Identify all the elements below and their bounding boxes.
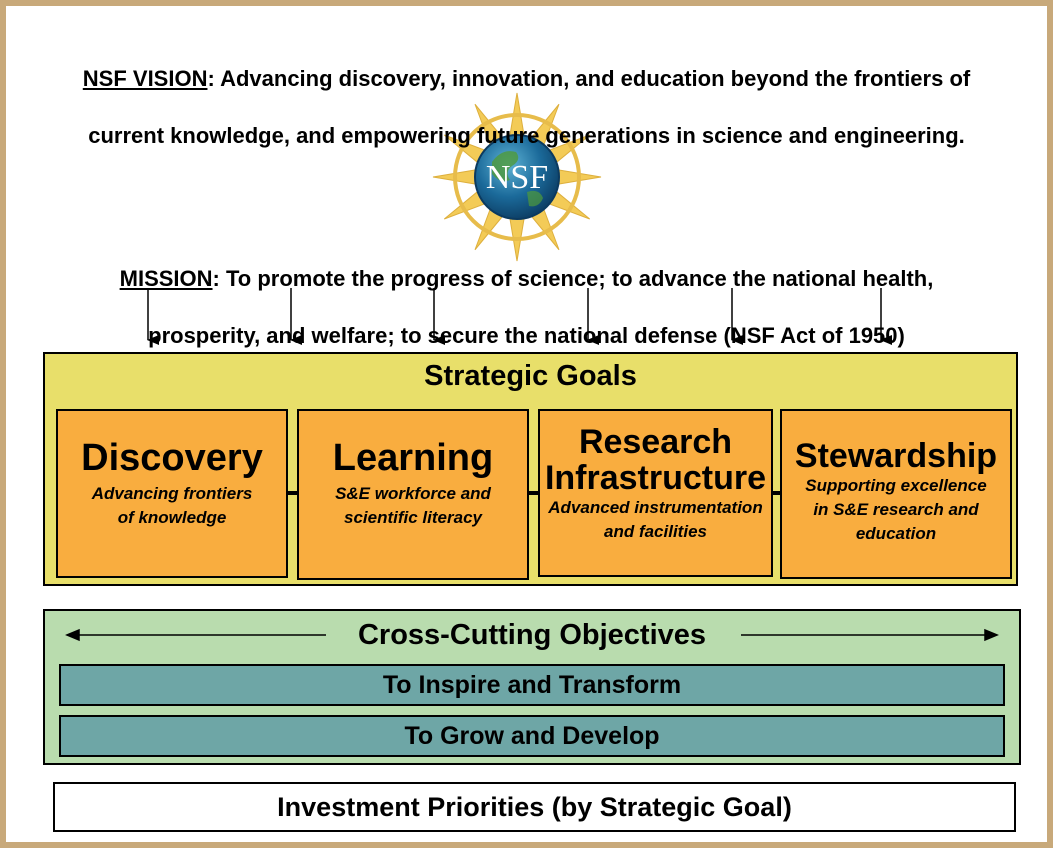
mission-label: MISSION [119,266,213,291]
objective-inspire-transform: To Inspire and Transform [59,664,1005,706]
goal-desc-line: in S&E research and [813,500,979,519]
goal-desc-line: Supporting excellence [805,476,987,495]
goal-connector [773,491,783,495]
goal-title: Research [578,423,733,461]
mission-line-1: MISSION: To promote the progress of scie… [0,266,1053,292]
goal-desc-line: education [855,524,937,543]
mission-arrows [147,288,892,345]
nsf-logo: NSF [432,92,602,262]
cross-cutting-arrow [65,628,999,642]
objective-grow-develop: To Grow and Develop [59,715,1005,757]
investment-priorities-box: Investment Priorities (by Strategic Goal… [53,782,1016,832]
vision-text-1: : Advancing discovery, innovation, and e… [207,66,971,91]
goal-desc-line: Advanced instrumentation [548,498,763,517]
vision-label: NSF VISION [82,66,208,91]
cross-cutting-title: Cross-Cutting Objectives [357,619,707,651]
goal-title: Infrastructure [544,459,767,497]
goal-connector [529,491,539,495]
goal-desc-line: scientific literacy [344,508,482,527]
goal-learning: Learning S&E workforce and scientific li… [297,409,529,580]
goal-discovery: Discovery Advancing frontiers of knowled… [56,409,288,578]
goal-desc-line: and facilities [604,522,707,541]
goal-title: Stewardship [794,437,998,475]
strategic-goals-title: Strategic Goals [424,360,637,392]
vision-line-1: NSF VISION: Advancing discovery, innovat… [0,66,1053,92]
goal-desc-line: Advancing frontiers [91,484,253,503]
goal-desc-line: of knowledge [117,508,227,527]
goal-research-infrastructure: Research Infrastructure Advanced instrum… [538,409,773,577]
goal-stewardship: Stewardship Supporting excellence in S&E… [780,409,1012,579]
goal-desc-line: S&E workforce and [335,484,491,503]
mission-text-1: : To promote the progress of science; to… [212,266,934,291]
vision-line-2: current knowledge, and empowering future… [88,123,965,148]
logo-text: NSF [486,159,548,196]
goal-title: Learning [332,437,494,479]
mission-line-2: prosperity, and welfare; to secure the n… [148,323,905,348]
goal-connector [288,491,298,495]
goal-title: Discovery [81,437,263,479]
